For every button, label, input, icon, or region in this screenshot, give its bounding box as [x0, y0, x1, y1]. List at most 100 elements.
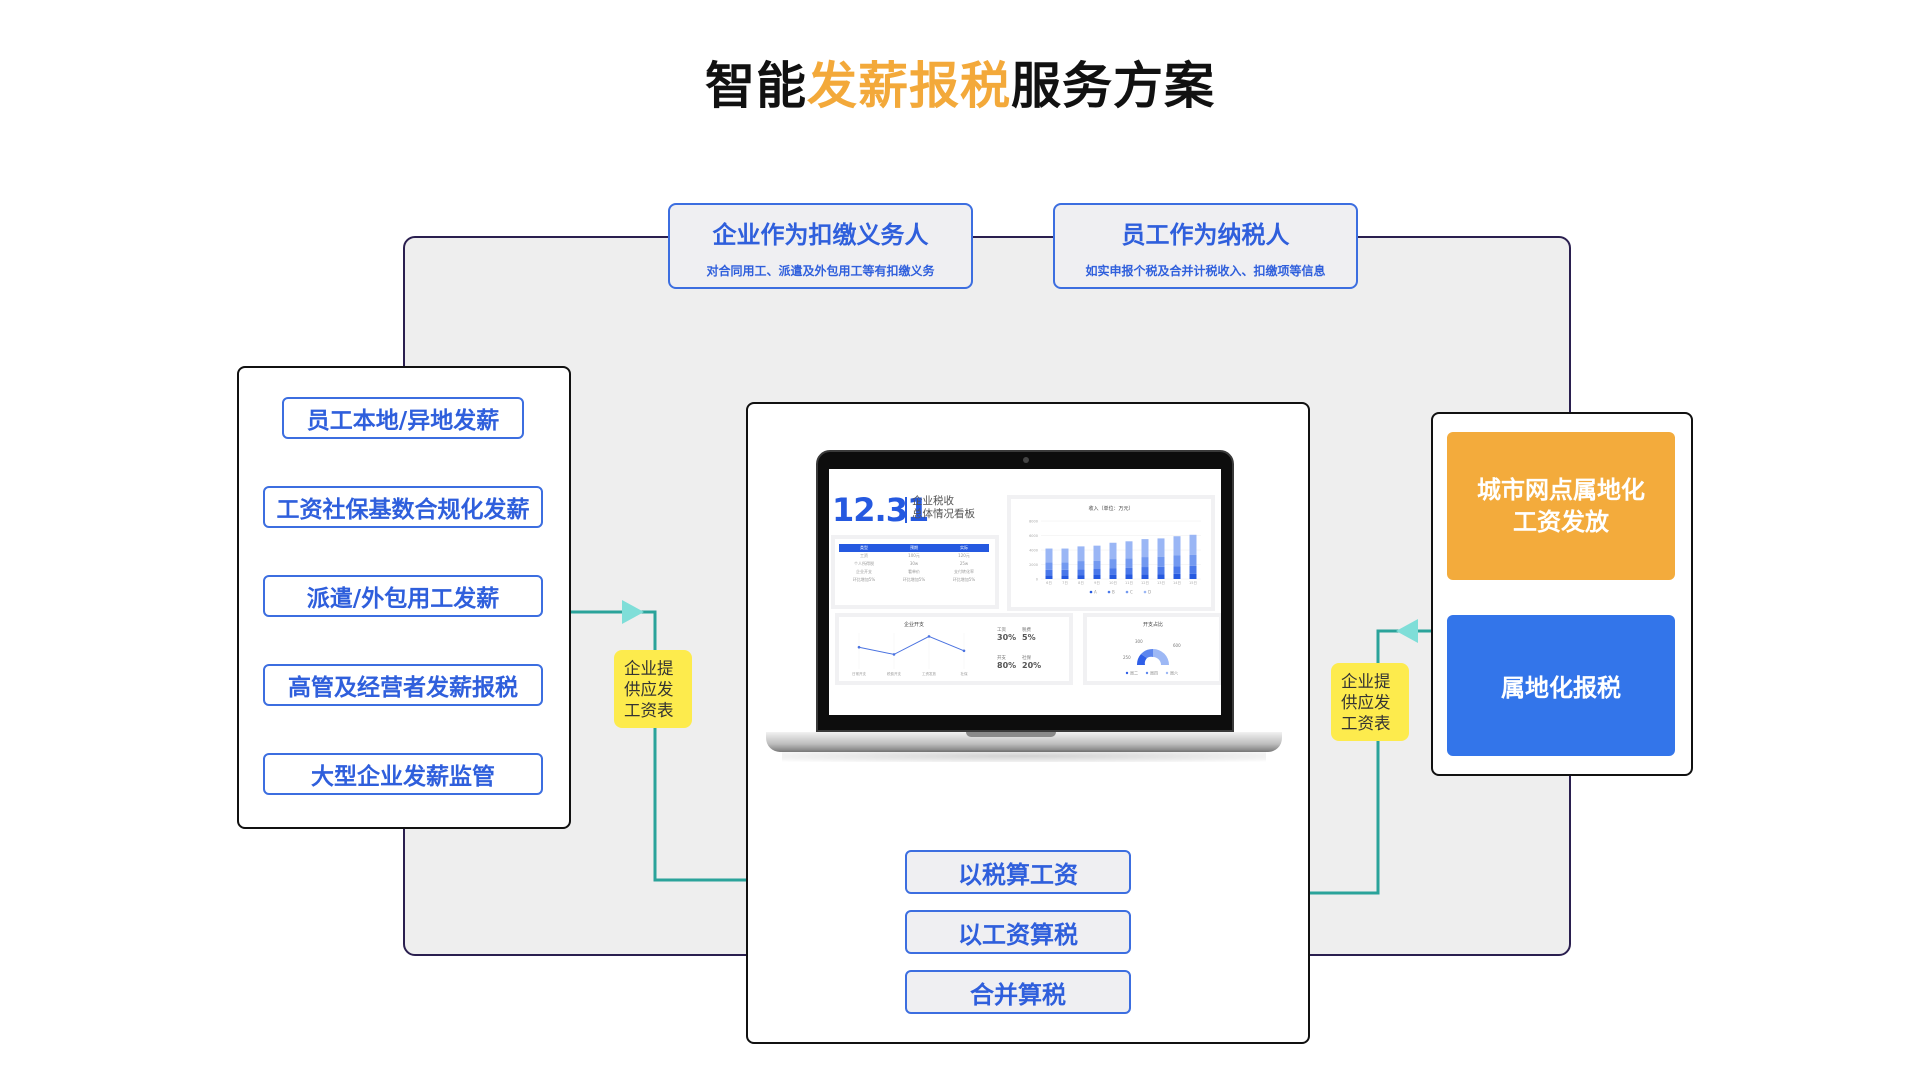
legend-dot — [1125, 590, 1129, 594]
bar-segment — [1141, 574, 1149, 579]
x-tick-label: 社保 — [961, 671, 969, 676]
method-item: 以工资算税 — [905, 910, 1131, 954]
table-cell: 100元 — [908, 553, 920, 558]
laptop-shadow — [782, 750, 1266, 762]
y-tick-label: 8000 — [1029, 520, 1038, 524]
bar-segment — [1141, 539, 1149, 558]
role-subtitle: 对合同用工、派遣及外包用工等有扣缴义务 — [706, 264, 935, 278]
bar-segment — [1109, 568, 1117, 575]
bar-segment — [1125, 541, 1133, 559]
bar-segment — [1077, 561, 1085, 570]
role-title: 员工作为纳税人 — [1121, 221, 1290, 249]
bar-segment — [1125, 567, 1133, 575]
data-point — [962, 649, 966, 653]
legend-dot — [1143, 590, 1147, 594]
bar-segment — [1093, 568, 1101, 575]
table-cell: 企业开支 — [856, 569, 872, 574]
legend-dot — [1145, 671, 1149, 675]
gauge-segment-1 — [1136, 654, 1147, 665]
bar-segment — [1061, 548, 1069, 563]
bar-segment — [1045, 548, 1053, 563]
table-header-cell: 预期 — [910, 545, 918, 550]
bar-segment — [1045, 569, 1053, 576]
scenario-item: 大型企业发薪监管 — [263, 753, 543, 795]
bar-segment — [1045, 575, 1053, 579]
expense-ratio-card: 开支占比 250 300 600 周二 周四 周六 — [1087, 617, 1219, 681]
y-tick-label: 2000 — [1029, 563, 1038, 567]
stat-value: 80% — [997, 661, 1017, 670]
x-tick-label: 8日 — [1078, 581, 1084, 585]
method-item: 合并算税 — [905, 970, 1131, 1014]
data-point — [857, 645, 861, 649]
table-cell: 看单价 — [908, 569, 920, 574]
table-cell: 环比增加5% — [952, 577, 976, 582]
x-tick-label: 10日 — [1109, 581, 1117, 585]
bar-segment — [1189, 534, 1197, 555]
laptop-notch — [966, 732, 1056, 737]
bar-segment — [1125, 558, 1133, 568]
y-tick-label: 0 — [1036, 578, 1038, 582]
x-tick-label: 工资发放 — [922, 671, 936, 676]
income-chart-title: 收入（单位：万元） — [1088, 506, 1134, 512]
legend-label: D — [1148, 590, 1151, 595]
table-cell: 支付转化率 — [954, 569, 974, 574]
bar-segment — [1109, 542, 1117, 560]
stat-label: 开支 — [997, 656, 1006, 661]
bar-segment — [1173, 573, 1181, 579]
bar-segment — [1189, 565, 1197, 574]
stat-value: 20% — [1022, 661, 1042, 670]
gauge-legend-label: 周二 — [1130, 670, 1138, 676]
gauge-legend-label: 周四 — [1150, 670, 1158, 676]
note-right: 企业提 供应发 工资表 — [1331, 663, 1409, 741]
local-tax-card: 属地化报税 — [1447, 615, 1675, 756]
x-tick-label: 11日 — [1125, 581, 1133, 585]
table-cell: 25w — [959, 561, 969, 566]
stat-value: 5% — [1022, 633, 1036, 642]
gauge-segment-2 — [1141, 648, 1153, 658]
scenario-item: 工资社保基数合规化发薪 — [263, 486, 543, 528]
x-tick-label: 日常开支 — [852, 671, 866, 676]
bar-segment — [1093, 574, 1101, 579]
note-left: 企业提 供应发 工资表 — [614, 650, 692, 728]
role-card-employer: 企业作为扣缴义务人 对合同用工、派遣及外包用工等有扣缴义务 — [668, 203, 973, 289]
role-card-employee: 员工作为纳税人 如实申报个税及合并计税收入、扣缴项等信息 — [1053, 203, 1358, 289]
dashboard-subtitle-line: 企业税收 — [912, 495, 954, 507]
table-cell: 个人所得税 — [854, 561, 874, 566]
left-arrow-icon — [622, 600, 644, 624]
card-line: 工资发放 — [1513, 508, 1609, 536]
bar-segment — [1109, 574, 1117, 579]
bar-segment — [1173, 566, 1181, 574]
table-cell: 环比增加5% — [902, 577, 926, 582]
bar-segment — [1189, 554, 1197, 566]
bar-segment — [1077, 546, 1085, 562]
x-tick-label: 税费开支 — [887, 671, 901, 676]
laptop-base — [766, 732, 1282, 752]
table-header-cell: 类型 — [860, 545, 868, 550]
stat-label: 工资 — [997, 628, 1006, 633]
x-tick-label: 12日 — [1141, 581, 1149, 585]
bar-segment — [1077, 575, 1085, 579]
title-part-1: 智能 — [705, 57, 807, 115]
table-row: 环比增加5%环比增加5%环比增加5% — [839, 576, 989, 584]
title-highlight: 发薪报税 — [807, 57, 1011, 115]
note-line: 供应发 — [624, 680, 674, 699]
title-part-2: 服务方案 — [1011, 57, 1215, 115]
y-tick-label: 4000 — [1029, 549, 1038, 553]
page-title: 智能发薪报税服务方案 — [0, 46, 1920, 118]
bar-segment — [1189, 573, 1197, 579]
bar-segment — [1157, 556, 1165, 567]
table-header-cell: 实际 — [960, 545, 968, 550]
bar-segment — [1045, 562, 1053, 570]
dashboard-subtitle: 企业税收 总体情况看板 — [912, 495, 975, 521]
dashboard-date: 12.31 — [832, 491, 929, 529]
bar-segment — [1157, 574, 1165, 579]
right-arrow-icon — [1396, 619, 1418, 643]
